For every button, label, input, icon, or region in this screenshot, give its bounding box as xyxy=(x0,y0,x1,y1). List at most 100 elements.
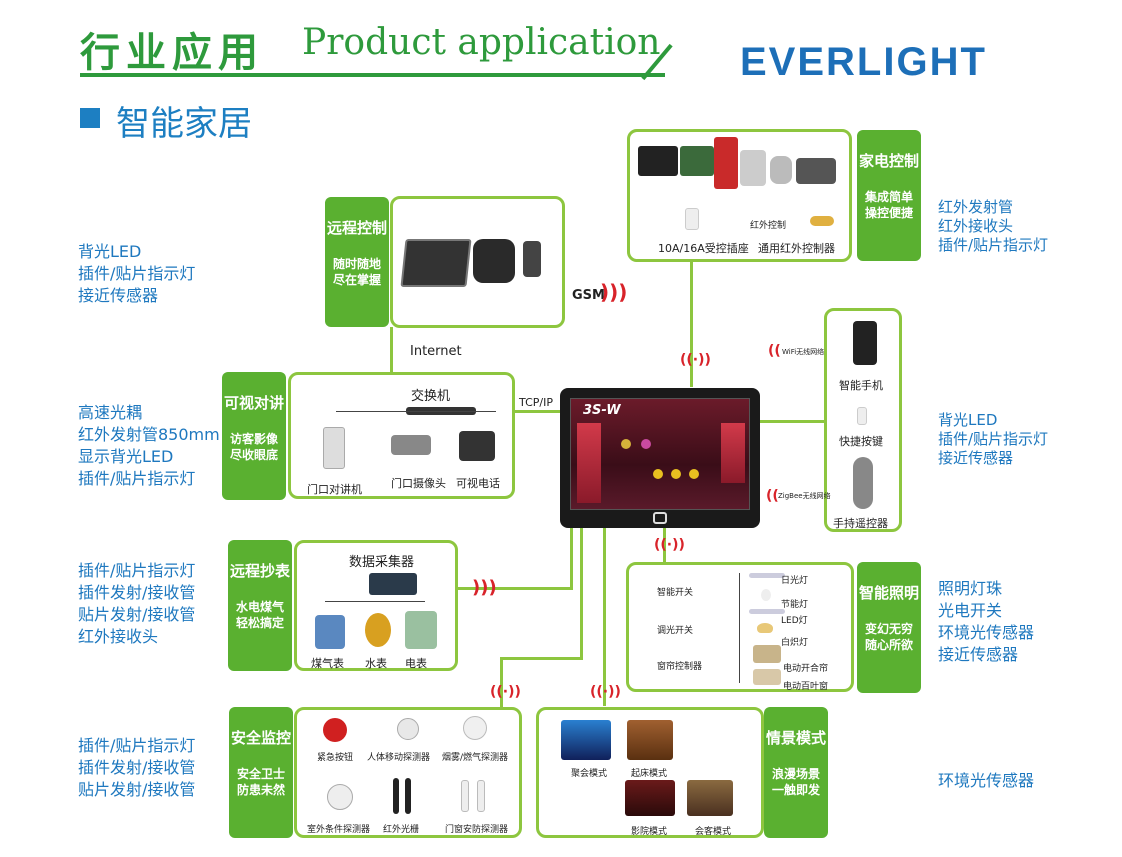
wire-meter-h xyxy=(458,587,573,590)
door-sensor-icon-b xyxy=(477,780,485,812)
right-text-group3: 照明灯珠光电开关环境光传感器接近传感器 xyxy=(938,579,1035,664)
lighting-right-5: 电动百叶窗 xyxy=(783,682,829,692)
tablet-home-button[interactable] xyxy=(653,512,667,524)
scene-item-2: 影院模式 xyxy=(631,827,668,837)
incandescent-icon xyxy=(757,623,773,633)
wifi-label: WiFi无线网络 xyxy=(782,348,825,356)
speaker-tv-icon xyxy=(638,146,678,176)
section-title: 智能家居 xyxy=(116,104,252,144)
title-en: Product application xyxy=(302,22,661,63)
water-meter-icon xyxy=(365,613,391,647)
door-sensor-icon-a xyxy=(461,780,469,812)
security-wifi-icon: ((·)) xyxy=(490,684,521,700)
meter-box: 数据采集器 煤气表 水表 电表 xyxy=(294,540,458,671)
fridge-icon xyxy=(714,137,738,189)
tablet-menu-left xyxy=(577,423,601,503)
smartphone-label: 智能手机 xyxy=(839,379,883,392)
gsm-label: GSM xyxy=(572,288,605,303)
curtain-icon xyxy=(753,645,781,663)
tablet-screen[interactable]: 3S-W xyxy=(570,398,750,510)
meter-tag: 远程抄表 水电煤气轻松搞定 xyxy=(228,540,292,671)
intercom-label: 门口对讲机 xyxy=(307,483,362,496)
security-item-5: 门窗安防探测器 xyxy=(445,825,509,835)
smartphone-icon xyxy=(853,321,877,365)
wire-meter-v xyxy=(570,528,573,588)
party-scene-icon xyxy=(561,720,611,760)
lighting-wifi-icon: ((·)) xyxy=(654,537,685,553)
video-tag: 可视对讲 访客影像尽收眼底 xyxy=(222,372,286,500)
meter-signal-icon: ))) xyxy=(472,577,497,598)
collector-label: 数据采集器 xyxy=(349,555,415,570)
zigbee-signal-icon: (( xyxy=(766,488,779,504)
desk-phone-icon xyxy=(473,239,515,283)
tablet-title: 3S-W xyxy=(583,403,621,418)
quick-button-label: 快捷按键 xyxy=(839,435,883,448)
emergency-button-icon xyxy=(323,718,347,742)
tv-icon xyxy=(680,146,714,176)
wire-remote xyxy=(390,327,393,387)
mobile-box: 智能手机 快捷按键 手持遥控器 xyxy=(824,308,902,532)
wire-sec-d xyxy=(500,657,503,707)
section-square-icon xyxy=(80,108,100,128)
tablet-menu-right xyxy=(721,423,745,483)
lighting-right-0: 日光灯 xyxy=(781,576,809,586)
wire-scene xyxy=(603,528,606,706)
ir-small-label: 红外控制 xyxy=(750,221,787,231)
title-cn: 行业应用 xyxy=(80,30,264,76)
washer-icon xyxy=(740,150,766,186)
outdoor-detector-icon xyxy=(327,784,353,810)
security-item-0: 紧急按钮 xyxy=(317,753,354,763)
security-item-3: 室外条件探测器 xyxy=(307,825,371,835)
water-meter-label: 水表 xyxy=(365,657,387,670)
security-box: 紧急按钮 人体移动探测器 烟雾/燃气探测器 室外条件探测器 红外光栅 门窗安防探… xyxy=(294,707,522,838)
lighting-tag: 智能照明 变幻无穷随心所欲 xyxy=(857,562,921,693)
appliance-wifi-icon: ((·)) xyxy=(680,352,711,368)
right-text-group1: 红外发射管红外接收头插件/贴片指示灯 xyxy=(938,198,1049,254)
ir-label: 通用红外控制器 xyxy=(758,242,835,255)
fluorescent-icon xyxy=(749,573,785,578)
security-tag: 安全监控 安全卫士防患未然 xyxy=(229,707,293,838)
cinema-scene-icon xyxy=(625,780,675,816)
video-box: 交换机 门口对讲机 门口摄像头 可视电话 xyxy=(288,372,515,499)
security-item-4: 红外光栅 xyxy=(383,825,420,835)
wire-sec-v xyxy=(580,528,583,658)
socket-icon xyxy=(685,208,699,230)
lighting-left-1: 调光开关 xyxy=(657,626,694,636)
smoke-detector-icon xyxy=(463,716,487,740)
scene-box: 聚会模式 起床模式 影院模式 会客模式 xyxy=(536,707,764,838)
ir-barrier-icon-a xyxy=(393,778,399,814)
blinds-icon xyxy=(753,669,781,685)
video-phone-label: 可视电话 xyxy=(456,477,500,490)
zigbee-label: ZigBee无线网络 xyxy=(778,492,831,500)
security-item-1: 人体移动探测器 xyxy=(367,753,431,763)
lighting-left-2: 窗帘控制器 xyxy=(657,662,703,672)
mobile-icon xyxy=(523,241,541,277)
unlock-icon xyxy=(641,439,651,449)
lighting-right-1: 节能灯 xyxy=(781,600,809,610)
right-text-group4: 环境光传感器 xyxy=(938,771,1035,790)
gas-meter-label: 煤气表 xyxy=(311,657,344,670)
cfl-icon xyxy=(761,589,771,601)
scene-item-1: 起床模式 xyxy=(631,769,668,779)
appliance-tag: 家电控制 集成简单操控便捷 xyxy=(857,130,921,261)
scene-tag: 情景模式 浪漫场景一触即发 xyxy=(764,707,828,838)
wire-tcp xyxy=(515,410,560,413)
lighting-right-3: 白炽灯 xyxy=(781,638,809,648)
camera-label: 门口摄像头 xyxy=(391,477,446,490)
electric-meter-label: 电表 xyxy=(405,657,427,670)
cooker-icon xyxy=(770,156,792,184)
projector-icon xyxy=(796,158,836,184)
switch-label: 交换机 xyxy=(411,389,451,404)
gas-meter-icon xyxy=(315,615,345,649)
scene-wifi-icon: ((·)) xyxy=(590,684,621,700)
remote-tag: 远程控制 随时随地尽在掌握 xyxy=(325,197,389,327)
ir-controller-icon xyxy=(810,216,834,226)
scene-item-0: 聚会模式 xyxy=(571,769,608,779)
appliance-box: 红外控制 10A/16A受控插座 通用红外控制器 xyxy=(627,129,852,262)
left-text-group4: 插件/贴片指示灯插件发射/接收管贴片发射/接收管 xyxy=(78,736,196,799)
collector-icon xyxy=(369,573,417,595)
video-phone-icon xyxy=(459,431,495,461)
